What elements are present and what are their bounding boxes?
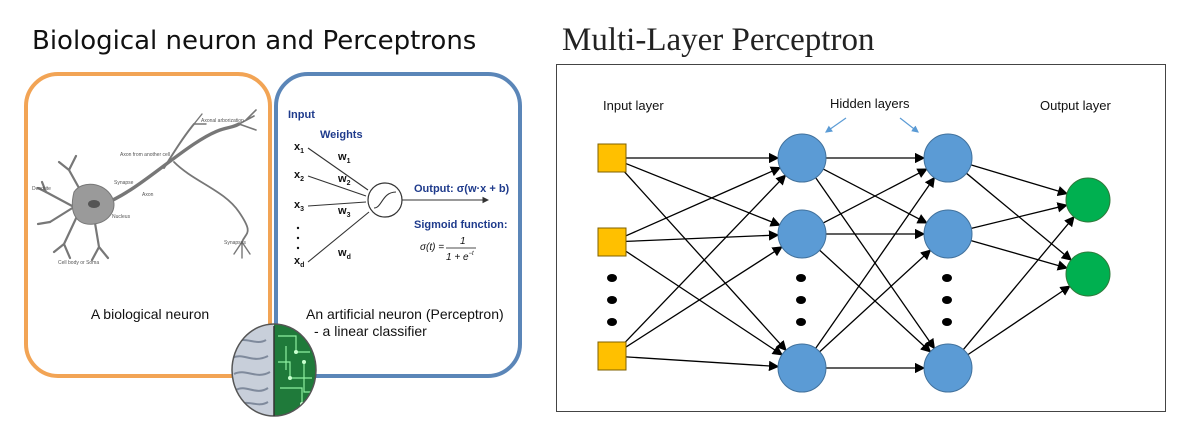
label-synapses: Synapses bbox=[224, 240, 246, 246]
weight-w2: w bbox=[337, 173, 347, 185]
perceptron-panel bbox=[274, 72, 522, 378]
svg-text:w2: w2 bbox=[337, 173, 351, 187]
weight-wd: w bbox=[337, 247, 347, 259]
label-axon-from-another-cell: Axon from another cell bbox=[120, 152, 170, 158]
svg-text:1 + e−t: 1 + e−t bbox=[446, 251, 474, 263]
input-x1: x bbox=[294, 141, 301, 153]
mlp-diagram: Input layer Hidden layers Output layer bbox=[597, 96, 1111, 393]
connection-edge bbox=[815, 176, 936, 349]
label-cell-body: Cell body or Soma bbox=[58, 260, 99, 266]
mlp-title: Multi-Layer Perceptron bbox=[562, 22, 875, 58]
input-layer-label: Input layer bbox=[603, 98, 664, 113]
connection-edge bbox=[970, 164, 1069, 197]
connection-edge bbox=[623, 246, 783, 349]
sigmoid-numerator: 1 bbox=[460, 236, 466, 247]
mlp-diagram-frame bbox=[556, 64, 1166, 412]
svg-text:wd: wd bbox=[337, 247, 351, 261]
svg-text:x3: x3 bbox=[294, 199, 304, 213]
weight-w1: w bbox=[337, 151, 347, 163]
left-title: Biological neuron and Perceptrons bbox=[32, 26, 477, 56]
connection-edge bbox=[625, 230, 780, 243]
connection-edge bbox=[819, 249, 932, 353]
label-axon: Axon bbox=[142, 192, 154, 198]
hidden-node bbox=[777, 343, 827, 393]
label-nucleus: Nucleus bbox=[112, 214, 131, 220]
svg-text:x2: x2 bbox=[294, 169, 304, 183]
perceptron-caption: An artificial neuron (Perceptron) - a li… bbox=[306, 306, 516, 340]
perceptron-caption-line1: An artificial neuron (Perceptron) bbox=[306, 306, 504, 322]
hidden-node bbox=[923, 133, 973, 183]
connection-edge bbox=[822, 168, 928, 224]
hidden-node bbox=[923, 343, 973, 393]
input-label: Input bbox=[288, 109, 315, 121]
connection-edge bbox=[624, 162, 781, 227]
perceptron-caption-line2: - a linear classifier bbox=[314, 323, 427, 339]
output-label: Output: σ(w·x + b) bbox=[414, 183, 510, 195]
sigmoid-denominator: 1 + e bbox=[446, 252, 469, 263]
svg-text:w1: w1 bbox=[337, 151, 351, 165]
connection-edge bbox=[621, 174, 787, 347]
connection-edge bbox=[971, 202, 1068, 229]
hidden-node bbox=[777, 133, 827, 183]
connection-edge bbox=[970, 239, 1069, 271]
svg-text:w3: w3 bbox=[337, 205, 351, 219]
sigmoid-curve-icon bbox=[373, 191, 397, 209]
neuron-illustration: Axonal arborization Axon from another ce… bbox=[32, 109, 257, 266]
input-node bbox=[597, 143, 627, 173]
bio-caption: A biological neuron bbox=[90, 306, 210, 322]
label-axonal-arborization: Axonal arborization bbox=[201, 118, 244, 124]
svg-text:xd: xd bbox=[294, 255, 304, 269]
weight-w3: w bbox=[337, 205, 347, 217]
label-synapse: Synapse bbox=[114, 180, 134, 186]
input-x3: x bbox=[294, 199, 301, 211]
input-x2: x bbox=[294, 169, 301, 181]
connection-edge bbox=[967, 285, 1071, 356]
input-node bbox=[597, 341, 627, 371]
sigmoid-label: Sigmoid function: bbox=[414, 219, 507, 231]
weights-label: Weights bbox=[320, 129, 363, 141]
biological-neuron-panel bbox=[24, 72, 272, 378]
connection-edge bbox=[623, 249, 784, 356]
connection-edge bbox=[625, 356, 780, 372]
neuron-node bbox=[367, 182, 403, 218]
connection-edge bbox=[962, 215, 1075, 350]
connection-edge bbox=[620, 167, 787, 352]
output-node bbox=[1065, 177, 1111, 223]
brain-chip-logo bbox=[231, 323, 317, 417]
input-node bbox=[597, 227, 627, 257]
svg-text:x1: x1 bbox=[294, 141, 304, 155]
input-xd: x bbox=[294, 255, 301, 267]
output-node bbox=[1065, 251, 1111, 297]
hidden-node bbox=[777, 209, 827, 259]
perceptron-diagram: Input Weights Output: σ(w·x + b) Sigmoid… bbox=[288, 109, 510, 269]
output-layer-label: Output layer bbox=[1040, 98, 1111, 113]
hidden-node bbox=[923, 209, 973, 259]
hidden-layers-label: Hidden layers bbox=[830, 96, 910, 111]
connection-edge bbox=[624, 166, 782, 237]
sigmoid-lhs: σ(t) = bbox=[420, 242, 444, 253]
label-dendrite: Dendrite bbox=[32, 186, 51, 192]
